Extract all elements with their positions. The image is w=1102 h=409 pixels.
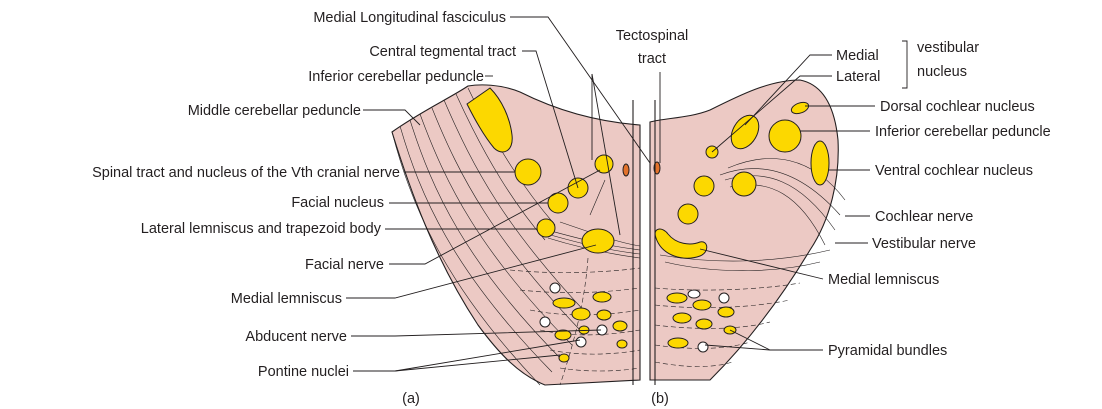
nucleus-b-3 — [678, 204, 698, 224]
label-inferior-cerebellar-peduncle-b: Inferior cerebellar peduncle — [875, 124, 1051, 140]
label-facial-nucleus: Facial nucleus — [291, 195, 384, 211]
label-cochlear-nerve: Cochlear nerve — [875, 209, 973, 225]
label-abducent-nerve: Abducent nerve — [245, 329, 347, 345]
label-pontine-nuclei: Pontine nuclei — [258, 364, 349, 380]
white-bundle-b-3 — [698, 342, 708, 352]
panel-label-a: (a) — [402, 391, 420, 407]
inferior-cerebellar-peduncle-b — [769, 120, 801, 152]
nucleus-b-1 — [732, 172, 756, 196]
panel-a — [392, 85, 640, 385]
label-lateral-lemniscus: Lateral lemniscus and trapezoid body — [141, 221, 382, 237]
label-central-tegmental-tract: Central tegmental tract — [369, 44, 516, 60]
label-lateral: Lateral — [836, 69, 880, 85]
white-bundle-b-1 — [688, 290, 700, 298]
pyramidal-bundle-7 — [668, 338, 688, 348]
label-ventral-cochlear: Ventral cochlear nucleus — [875, 163, 1033, 179]
vestibular-bracket — [902, 41, 907, 88]
label-medial-lemniscus-a: Medial lemniscus — [231, 291, 342, 307]
label-vestibular-nucleus: nucleus — [917, 64, 967, 80]
medial-lemniscus-a — [582, 229, 614, 253]
label-spinal-tract-v: Spinal tract and nucleus of the Vth cran… — [92, 165, 400, 181]
label-tectospinal-2: tract — [638, 51, 666, 67]
label-mlf: Medial Longitudinal fasciculus — [313, 10, 506, 26]
pontine-nucleus-1 — [553, 298, 575, 308]
abducent-bundle-1 — [550, 283, 560, 293]
label-dorsal-cochlear: Dorsal cochlear nucleus — [880, 99, 1035, 115]
pyramidal-bundle-1 — [667, 293, 687, 303]
mlf-a — [623, 164, 629, 176]
ventral-cochlear-nucleus — [811, 141, 829, 185]
pontine-nucleus-4 — [597, 310, 611, 320]
panel-b — [650, 80, 845, 380]
pontine-nucleus-2 — [593, 292, 611, 302]
label-facial-nerve: Facial nerve — [305, 257, 384, 273]
label-tectospinal-1: Tectospinal — [616, 28, 689, 44]
pyramidal-bundle-2 — [693, 300, 711, 310]
abducent-bundle-4 — [576, 337, 586, 347]
nucleus-b-2 — [694, 176, 714, 196]
label-medial: Medial — [836, 48, 879, 64]
label-medial-lemniscus-b: Medial lemniscus — [828, 272, 939, 288]
label-inferior-cerebellar-peduncle-a: Inferior cerebellar peduncle — [308, 69, 484, 85]
spinal-trigeminal-nucleus — [515, 159, 541, 185]
abducent-bundle-2 — [540, 317, 550, 327]
pyramidal-bundle-3 — [718, 307, 734, 317]
panel-label-b: (b) — [651, 391, 669, 407]
label-vestibular: vestibular — [917, 40, 979, 56]
pyramidal-bundle-4 — [673, 313, 691, 323]
dorsal-nucleus-a — [595, 155, 613, 173]
lateral-lemniscus-nucleus — [537, 219, 555, 237]
white-bundle-b-2 — [719, 293, 729, 303]
pontine-nucleus-6 — [613, 321, 627, 331]
pontine-nucleus-3 — [572, 308, 590, 320]
label-middle-cerebellar-peduncle: Middle cerebellar peduncle — [188, 103, 361, 119]
pontine-nucleus-8 — [559, 354, 569, 362]
label-pyramidal-bundles: Pyramidal bundles — [828, 343, 947, 359]
pontine-nucleus-9 — [617, 340, 627, 348]
pyramidal-bundle-5 — [696, 319, 712, 329]
label-vestibular-nerve: Vestibular nerve — [872, 236, 976, 252]
